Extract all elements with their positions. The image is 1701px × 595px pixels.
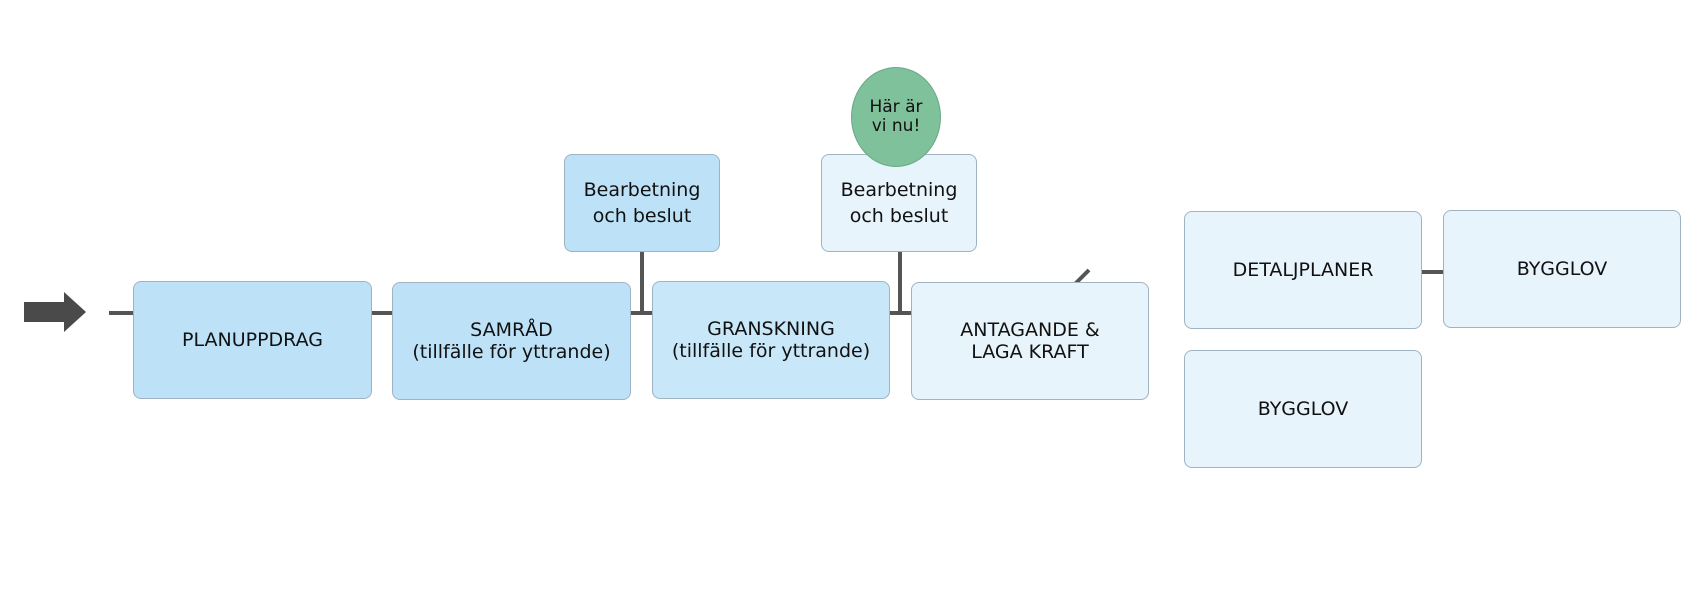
node-bygglov-top: BYGGLOV xyxy=(1443,210,1681,328)
connector-line xyxy=(640,251,644,313)
node-bearbetning-2: Bearbetning och beslut xyxy=(821,154,977,252)
connector-line xyxy=(889,311,911,315)
node-label: PLANUPPDRAG xyxy=(182,329,323,351)
node-label: GRANSKNING xyxy=(707,318,835,340)
node-label: Bearbetning xyxy=(840,179,958,201)
connector-line xyxy=(109,311,133,315)
node-planuppdrag: PLANUPPDRAG xyxy=(133,281,372,399)
node-antagande: ANTAGANDE & LAGA KRAFT xyxy=(911,282,1149,400)
connector-line xyxy=(898,251,902,313)
marker-label: vi nu! xyxy=(871,116,921,136)
current-position-marker: Här är vi nu! xyxy=(851,67,941,167)
marker-label: Här är xyxy=(869,97,923,117)
node-label: BYGGLOV xyxy=(1257,398,1349,420)
node-label: BYGGLOV xyxy=(1516,258,1608,280)
connector-line xyxy=(1422,270,1443,274)
node-sublabel: (tillfälle för yttrande) xyxy=(671,340,871,362)
connector-line xyxy=(372,311,392,315)
node-label: Bearbetning xyxy=(583,179,701,201)
node-bygglov-bottom: BYGGLOV xyxy=(1184,350,1422,468)
node-label: och beslut xyxy=(592,205,692,227)
node-granskning: GRANSKNING (tillfälle för yttrande) xyxy=(652,281,890,399)
node-label: LAGA KRAFT xyxy=(971,341,1089,363)
connector-line xyxy=(630,311,652,315)
node-detaljplaner: DETALJPLANER xyxy=(1184,211,1422,329)
node-bearbetning-1: Bearbetning och beslut xyxy=(564,154,720,252)
node-label: ANTAGANDE & xyxy=(960,319,1100,341)
node-label: DETALJPLANER xyxy=(1232,259,1374,281)
node-sublabel: (tillfälle för yttrande) xyxy=(412,341,611,363)
node-samrad: SAMRÅD (tillfälle för yttrande) xyxy=(392,282,631,400)
start-arrow-icon xyxy=(24,292,86,332)
node-label: SAMRÅD xyxy=(470,319,553,341)
node-label: och beslut xyxy=(849,205,949,227)
